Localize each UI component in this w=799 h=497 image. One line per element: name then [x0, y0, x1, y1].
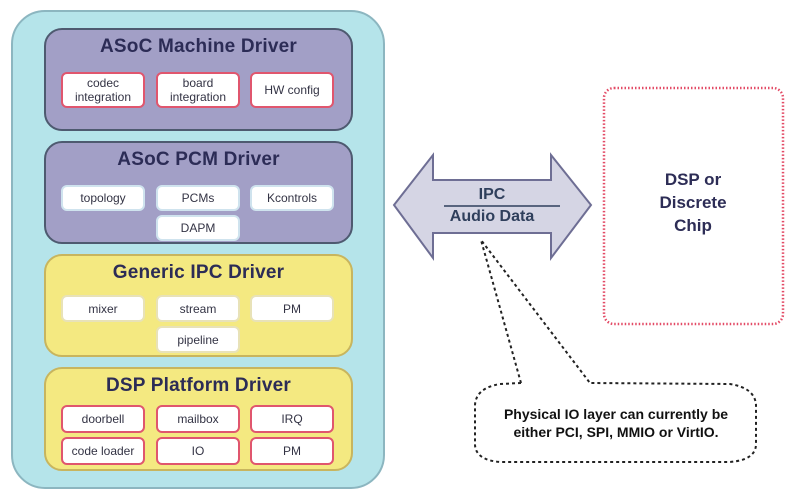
component-pipeline: pipeline: [156, 326, 240, 353]
component-pcms: PCMs: [156, 185, 240, 211]
dsp-chip-box: [602, 86, 785, 326]
component-irq: IRQ: [250, 405, 334, 433]
arrow-label-audio-data: Audio Data: [449, 208, 535, 225]
component-stream: stream: [156, 295, 240, 322]
callout-tail: [480, 239, 591, 384]
asoc-pcm-driver-title: ASoC PCM Driver: [117, 149, 280, 170]
component-dapm: DAPM: [156, 215, 240, 241]
component-io: IO: [156, 437, 240, 465]
component-pm-platform: PM: [250, 437, 334, 465]
generic-ipc-driver-title: Generic IPC Driver: [112, 262, 285, 283]
component-topology: topology: [61, 185, 145, 211]
component-code-loader: code loader: [61, 437, 145, 465]
dsp-platform-driver-box: DSP Platform Driver doorbell mailbox IRQ…: [44, 367, 353, 471]
dsp-chip-label-line2: Discrete: [659, 193, 727, 212]
component-doorbell: doorbell: [61, 405, 145, 433]
component-kcontrols: Kcontrols: [250, 185, 334, 211]
callout-text-line2: either PCI, SPI, MMIO or VirtIO.: [513, 424, 719, 440]
component-codec-integration: codec integration: [61, 72, 145, 108]
component-mixer: mixer: [61, 295, 145, 322]
dsp-platform-driver-title: DSP Platform Driver: [105, 375, 292, 396]
generic-ipc-driver-box: Generic IPC Driver mixer stream PM pipel…: [44, 254, 353, 357]
arrow-label-ipc: IPC: [478, 186, 506, 203]
dsp-chip-label-line3: Chip: [674, 216, 712, 235]
callout-text-line1: Physical IO layer can currently be: [503, 406, 729, 422]
component-pm: PM: [250, 295, 334, 322]
callout-text: Physical IO layer can currently be eithe…: [476, 405, 756, 441]
component-hw-config: HW config: [250, 72, 334, 108]
asoc-machine-driver-title: ASoC Machine Driver: [99, 36, 298, 57]
component-board-integration: board integration: [156, 72, 240, 108]
component-mailbox: mailbox: [156, 405, 240, 433]
asoc-machine-driver-box: ASoC Machine Driver codec integration bo…: [44, 28, 353, 131]
dsp-chip-label-line1: DSP or: [664, 170, 722, 189]
asoc-pcm-driver-box: ASoC PCM Driver topology PCMs Kcontrols …: [44, 141, 353, 244]
dsp-chip-label: DSP or Discrete Chip: [603, 168, 783, 237]
